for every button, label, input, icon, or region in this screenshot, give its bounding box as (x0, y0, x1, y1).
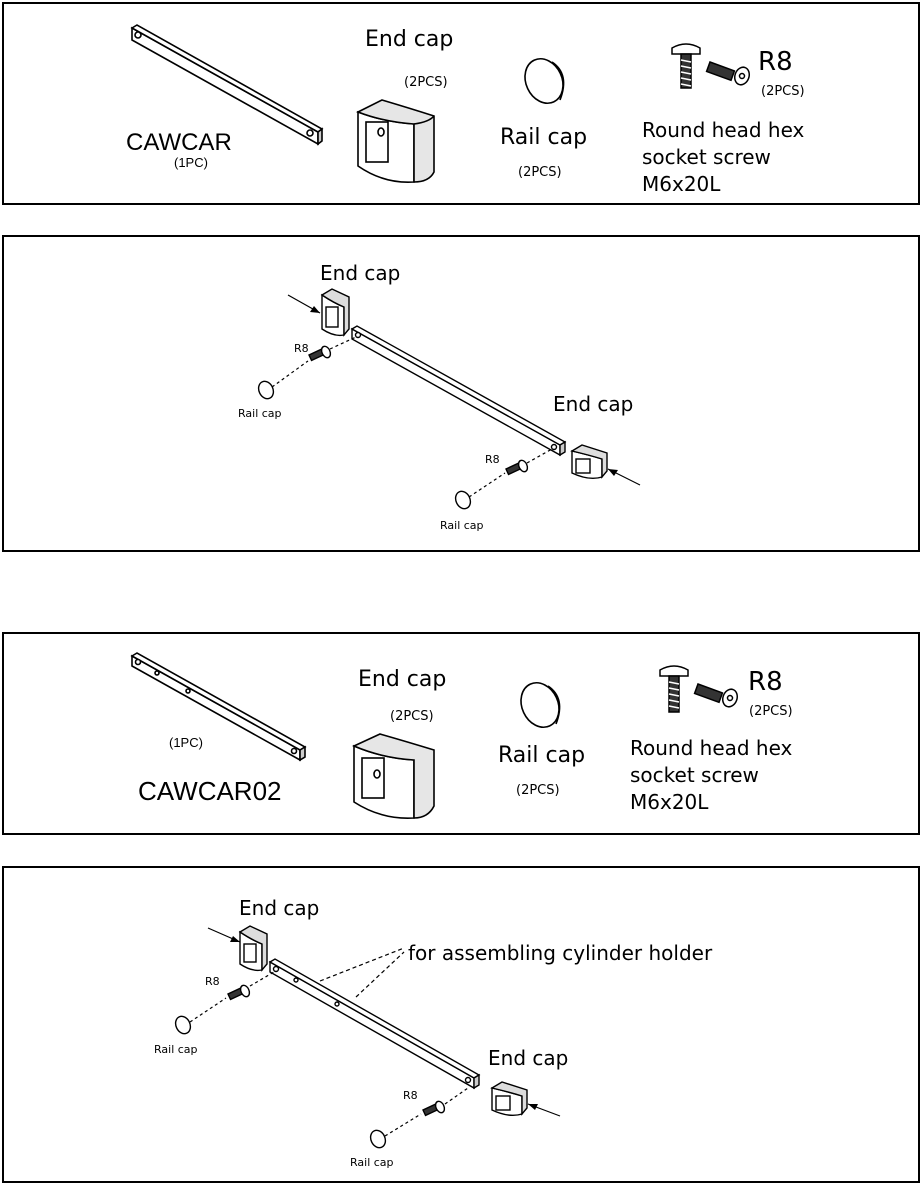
screw-illustration (671, 43, 751, 89)
end-cap-illustration (352, 733, 435, 819)
end-cap-qty: (2PCS) (390, 709, 434, 724)
cylinder-holder-note: for assembling cylinder holder (408, 941, 713, 965)
part-name-cawcar02: CAWCAR02 (138, 776, 282, 806)
end-cap-top-label: End cap (239, 896, 319, 920)
rail-illustration (268, 958, 481, 1090)
screw-qty: (2PCS) (749, 704, 793, 719)
screw-left-illustration (308, 345, 332, 362)
rail-cap-left-illustration (174, 1015, 192, 1035)
assembly-arrowheads (230, 936, 538, 1110)
screw-code: R8 (758, 47, 793, 77)
rail-cap-illustration (520, 682, 561, 728)
rail-cap-right-label: Rail cap (440, 519, 484, 532)
parts-drawing-cawcar: CAWCAR (1PC) End cap (2PCS) Rail cap (2P… (126, 24, 805, 196)
end-cap-label: End cap (358, 667, 446, 692)
screw-right-illustration (422, 1100, 446, 1117)
parts-panel-cawcar: CAWCAR (1PC) End cap (2PCS) Rail cap (2P… (2, 2, 920, 205)
rail-cap-label: Rail cap (498, 743, 585, 768)
rail-cap-left-label: Rail cap (154, 1043, 198, 1056)
rail-cap-right-label: Rail cap (350, 1156, 394, 1169)
assembly-arrowheads (310, 306, 618, 476)
rail-illustration (350, 325, 567, 457)
screw-desc-line-2: socket screw (630, 763, 759, 787)
assembly-panel-cawcar: End cap End cap R8 R8 Rail cap Rail cap (2, 235, 920, 552)
part-qty-cawcar: (1PC) (174, 155, 208, 170)
screw-code: R8 (748, 667, 783, 697)
screw-qty: (2PCS) (761, 84, 805, 99)
parts-drawing-cawcar02: (1PC) CAWCAR02 End cap (2PCS) Rail cap (… (130, 652, 793, 819)
cawcar02-rail-illustration (130, 652, 307, 762)
part-name-cawcar: CAWCAR (126, 129, 232, 156)
end-cap-right-label: End cap (553, 392, 633, 416)
parts-panel-cawcar02: (1PC) CAWCAR02 End cap (2PCS) Rail cap (… (2, 632, 920, 835)
end-cap-top-illustration (238, 925, 268, 972)
end-cap-illustration (356, 99, 435, 183)
end-cap-label: End cap (365, 27, 453, 52)
r8-right-label: R8 (485, 453, 500, 466)
rail-cap-right-illustration (454, 490, 472, 510)
end-cap-top-illustration (320, 288, 350, 337)
rail-cap-illustration (524, 58, 565, 104)
end-cap-qty: (2PCS) (404, 75, 448, 90)
screw-left-illustration (227, 984, 251, 1001)
end-cap-right-illustration (490, 1081, 528, 1117)
screw-right-illustration (505, 459, 529, 476)
cawcar-rail-illustration (130, 24, 324, 146)
assembly-drawing-cawcar02: End cap for assembling cylinder holder E… (154, 896, 713, 1169)
screw-desc-line-1: Round head hex (642, 118, 805, 142)
end-cap-top-label: End cap (320, 261, 400, 285)
rail-cap-left-label: Rail cap (238, 407, 282, 420)
r8-right-label: R8 (403, 1089, 418, 1102)
rail-cap-qty: (2PCS) (516, 783, 560, 798)
assembly-drawing-cawcar: End cap End cap R8 R8 Rail cap Rail cap (238, 261, 641, 532)
screw-desc-line-3: M6x20L (630, 790, 709, 814)
r8-left-label: R8 (294, 342, 309, 355)
r8-left-label: R8 (205, 975, 220, 988)
rail-cap-label: Rail cap (500, 125, 587, 150)
rail-cap-left-illustration (257, 380, 275, 400)
rail-cap-right-illustration (369, 1129, 387, 1149)
screw-illustration (659, 665, 739, 713)
assembly-panel-cawcar02: End cap for assembling cylinder holder E… (2, 866, 920, 1183)
screw-desc-line-3: M6x20L (642, 172, 721, 196)
end-cap-right-illustration (570, 444, 608, 480)
end-cap-right-label: End cap (488, 1046, 568, 1070)
screw-desc-line-1: Round head hex (630, 736, 793, 760)
rail-cap-qty: (2PCS) (518, 165, 562, 180)
part-qty-cawcar02: (1PC) (169, 735, 203, 750)
screw-desc-line-2: socket screw (642, 145, 771, 169)
